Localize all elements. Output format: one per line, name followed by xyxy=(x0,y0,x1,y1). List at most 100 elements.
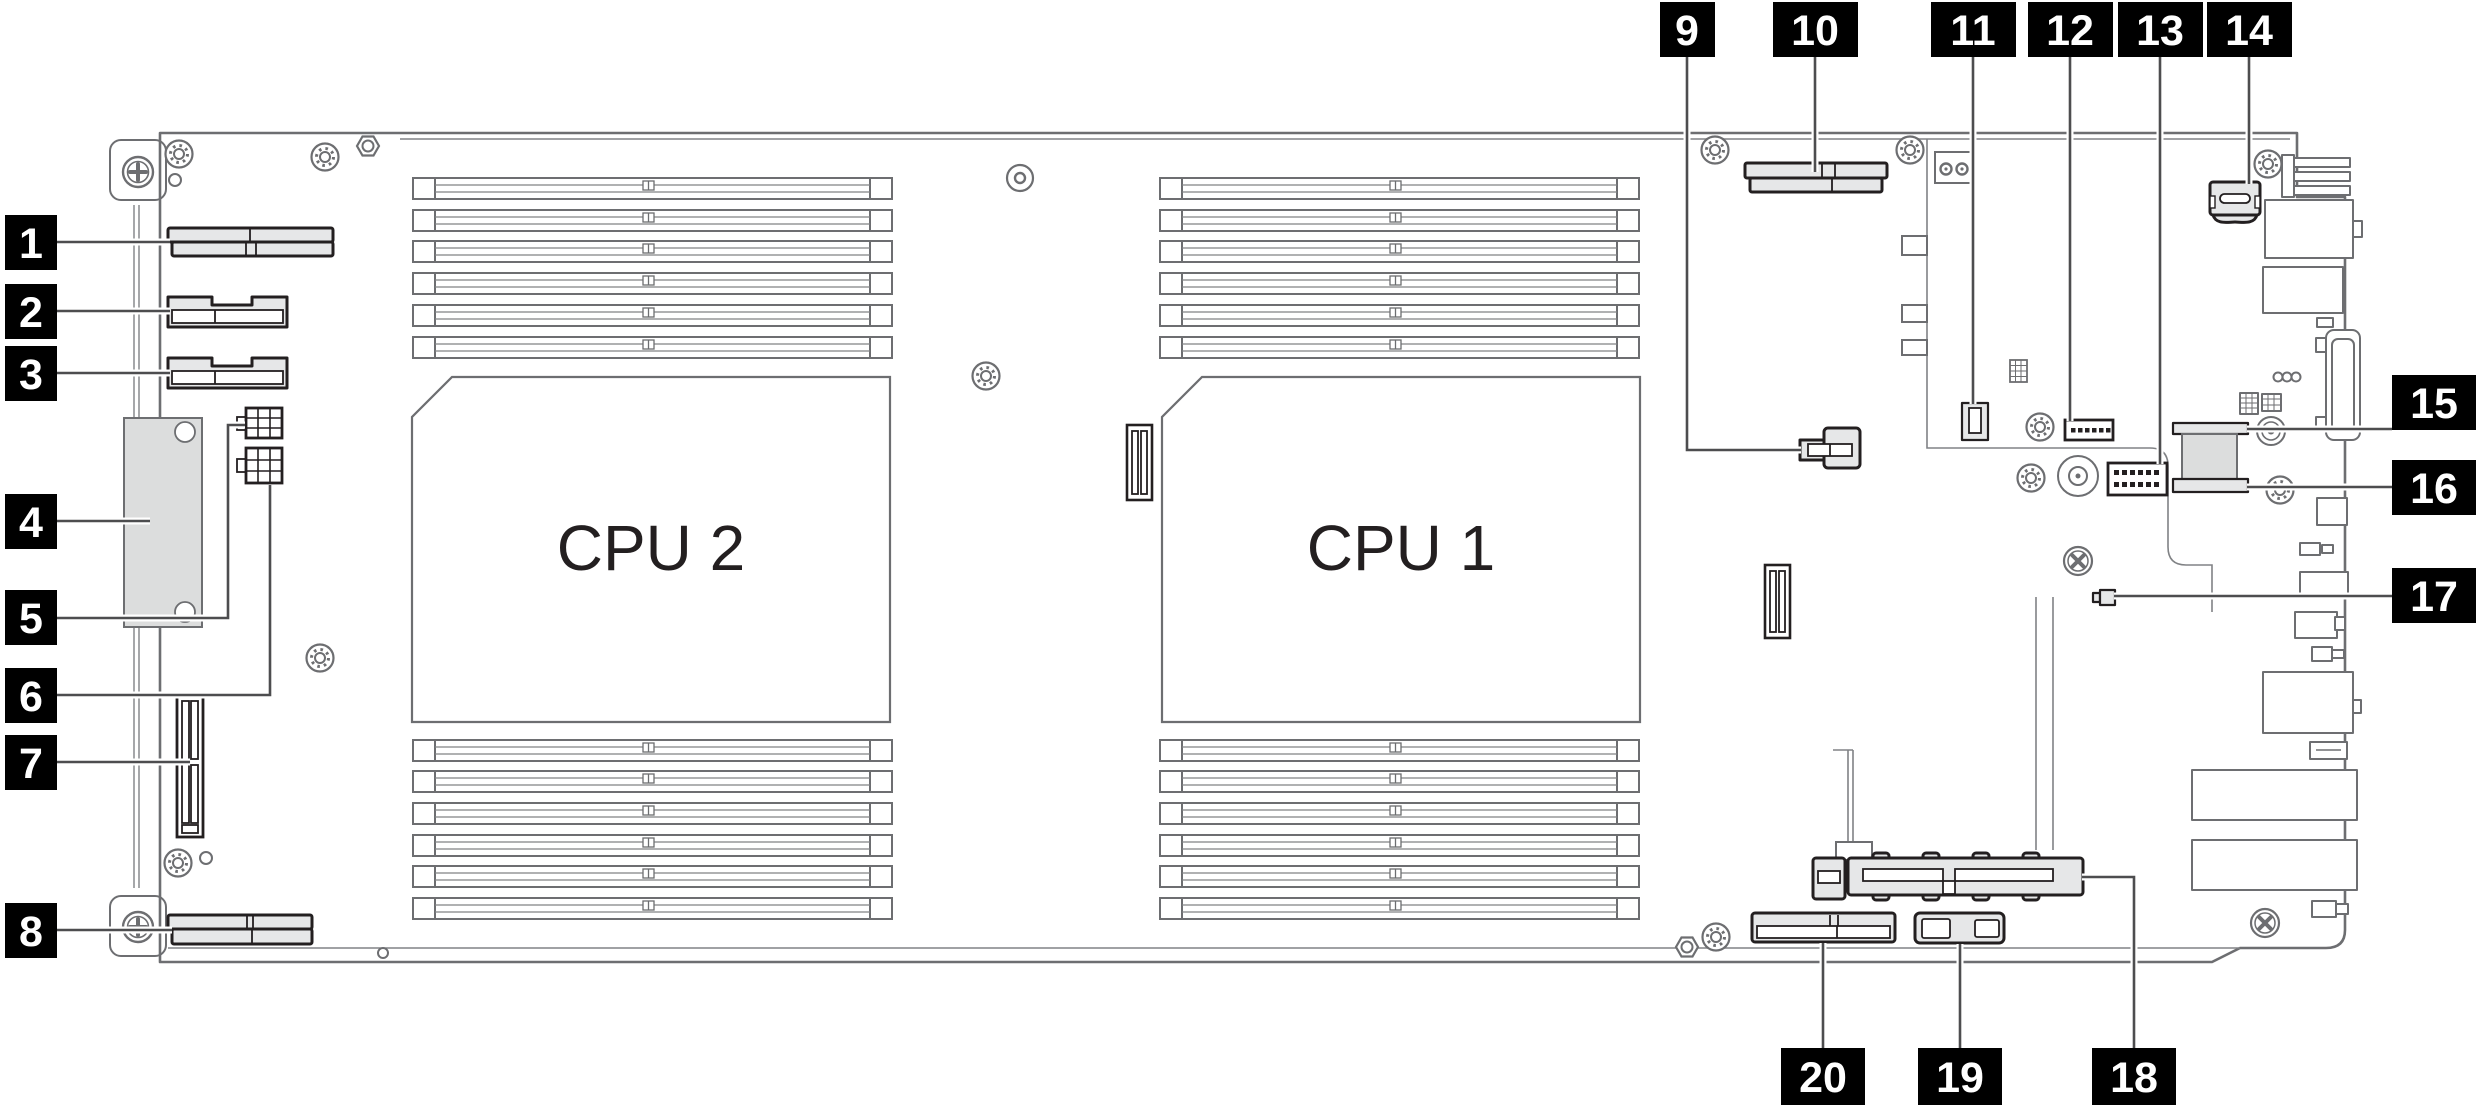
torx-screw-icon xyxy=(310,142,340,172)
dimm-slot xyxy=(412,802,893,825)
connector-12 xyxy=(2063,418,2115,442)
torx-screw-icon xyxy=(2025,412,2055,442)
connector-19 xyxy=(1913,911,2006,945)
external-port-tab xyxy=(2352,220,2363,238)
torx-screw-icon xyxy=(1700,135,1730,165)
callout-8: 8 xyxy=(5,903,57,958)
external-port xyxy=(2316,497,2348,526)
callout-3-number: 3 xyxy=(19,351,43,399)
screw-icon xyxy=(2062,545,2094,577)
torx-screw-icon xyxy=(305,643,335,673)
callout-5: 5 xyxy=(5,590,57,645)
leader-line-18 xyxy=(2082,873,2138,1048)
torx-screw-icon xyxy=(163,848,193,878)
ethernet-port xyxy=(2191,769,2358,821)
connector-17 xyxy=(2091,588,2117,607)
hex-standoff-icon xyxy=(355,135,381,157)
external-port-prongs xyxy=(2281,154,2351,198)
leader-line-9 xyxy=(1683,57,1801,454)
dimm-slot xyxy=(412,834,893,857)
cpu-socket-2: CPU 2 xyxy=(410,375,892,724)
callout-6-number: 6 xyxy=(19,673,43,721)
connector-8 xyxy=(166,913,314,946)
dimm-bank-cpu2-top xyxy=(412,177,893,359)
dimm-slot xyxy=(412,304,893,327)
cpu1-label: CPU 1 xyxy=(1307,512,1496,584)
torx-screw-icon xyxy=(1895,135,1925,165)
torx-screw-icon xyxy=(164,139,194,169)
leader-lines xyxy=(57,57,2392,1048)
dimm-bank-cpu1-bottom xyxy=(1159,739,1640,920)
hole-icon xyxy=(377,947,389,959)
dimm-slot xyxy=(1159,739,1640,762)
callout-12-number: 12 xyxy=(2046,7,2094,55)
small-component xyxy=(2335,903,2349,915)
callout-6: 6 xyxy=(5,668,57,723)
connector-13 xyxy=(2106,461,2169,497)
leader-line-6 xyxy=(57,485,274,699)
small-component xyxy=(2316,317,2334,328)
small-component xyxy=(2311,900,2337,918)
dimm-slot xyxy=(1159,209,1640,232)
edge-notch xyxy=(1901,235,1928,256)
board-outline xyxy=(109,131,2347,964)
security-module xyxy=(2171,421,2250,494)
dimm-slot xyxy=(412,240,893,263)
callout-9-number: 9 xyxy=(1675,7,1699,55)
dimm-slot xyxy=(1159,272,1640,295)
callout-12: 12 xyxy=(2028,2,2113,57)
callout-10-number: 10 xyxy=(1791,7,1839,55)
callout-9: 9 xyxy=(1660,2,1715,57)
fasteners xyxy=(121,135,2295,959)
callout-18-number: 18 xyxy=(2110,1054,2158,1102)
torx-screw-icon xyxy=(971,361,1001,391)
board-inner-boundary xyxy=(1833,139,2213,861)
connector-18 xyxy=(1811,851,2085,902)
callout-2-number: 2 xyxy=(19,289,43,337)
dimm-slot xyxy=(412,336,893,359)
connector-3 xyxy=(166,356,289,390)
callout-13: 13 xyxy=(2118,2,2203,57)
callout-4-number: 4 xyxy=(19,499,43,547)
edge-notch xyxy=(1901,339,1928,356)
small-component xyxy=(2299,542,2321,556)
guide-pin-icon xyxy=(1005,163,1035,193)
vertical-connector-right xyxy=(1763,563,1792,640)
two-pin-header xyxy=(1934,151,1974,184)
callout-18: 18 xyxy=(2092,1048,2176,1105)
phillips-screw-icon xyxy=(121,155,155,189)
cpu-socket-1: CPU 1 xyxy=(1160,375,1642,724)
external-port-tab xyxy=(2334,616,2346,631)
dimm-slot xyxy=(1159,834,1640,857)
connector-11 xyxy=(1960,401,1990,442)
external-port xyxy=(2264,199,2354,259)
external-port xyxy=(2262,671,2354,734)
vga-connector xyxy=(2315,329,2361,441)
callout-4: 4 xyxy=(5,494,57,549)
dimm-slot xyxy=(412,272,893,295)
callout-2: 2 xyxy=(5,284,57,339)
callout-1-number: 1 xyxy=(19,220,43,268)
dimm-slot xyxy=(412,177,893,200)
dimm-slot xyxy=(412,865,893,888)
callout-17: 17 xyxy=(2392,568,2476,623)
small-component xyxy=(2321,544,2334,554)
connector-2 xyxy=(166,295,289,329)
pin-grid-block xyxy=(2239,392,2282,415)
dimm-slot xyxy=(1159,802,1640,825)
torx-screw-icon xyxy=(2016,463,2046,493)
cpu2-label: CPU 2 xyxy=(557,512,746,584)
dimm-slot xyxy=(1159,770,1640,793)
callout-15: 15 xyxy=(2392,375,2476,430)
dimm-bank-cpu1-top xyxy=(1159,177,1640,359)
callout-13-number: 13 xyxy=(2136,7,2184,55)
callout-7-number: 7 xyxy=(19,740,43,788)
microsd-socket xyxy=(2208,180,2262,224)
callout-20-number: 20 xyxy=(1799,1054,1847,1102)
connector-6 xyxy=(236,446,284,485)
dimm-slot xyxy=(1159,240,1640,263)
callout-11-number: 11 xyxy=(1950,7,1995,55)
vertical-connector-mid xyxy=(1125,423,1154,502)
callout-20: 20 xyxy=(1781,1048,1865,1105)
connector-1 xyxy=(166,226,335,258)
